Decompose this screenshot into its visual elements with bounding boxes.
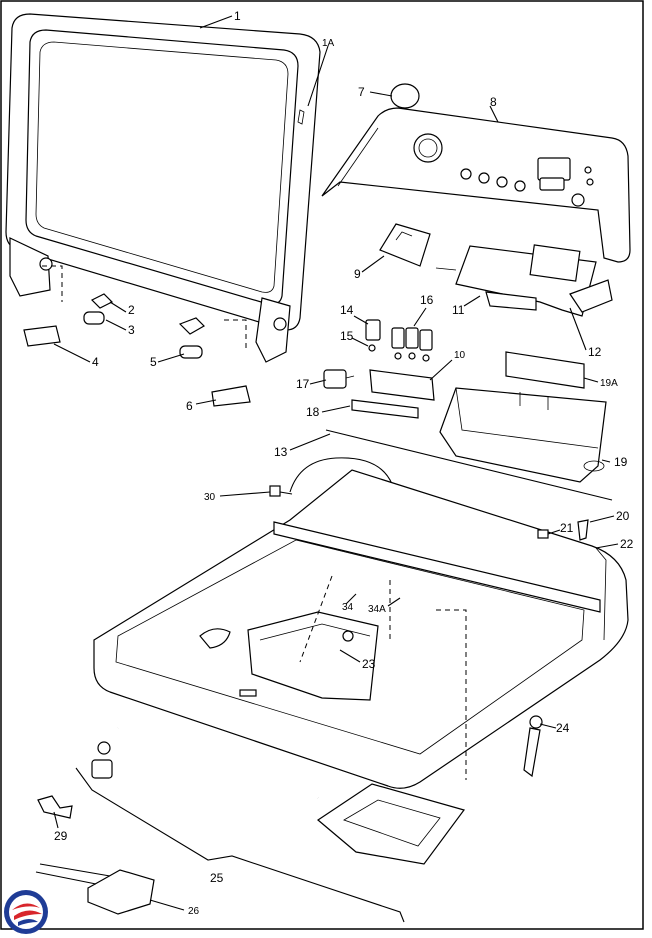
callout-26: 26 xyxy=(188,906,200,917)
callout-23: 23 xyxy=(362,657,376,671)
callout-29: 29 xyxy=(54,829,68,843)
callout-5: 5 xyxy=(150,355,157,369)
callout-4: 4 xyxy=(92,355,99,369)
callout-15: 15 xyxy=(340,329,354,343)
callout-6: 6 xyxy=(186,399,193,413)
callout-34: 34 xyxy=(342,602,354,613)
callout-21: 21 xyxy=(560,521,574,535)
part-cover-line xyxy=(325,429,613,501)
part-drain-hose xyxy=(91,724,465,865)
callout-19A: 19A xyxy=(600,378,618,389)
part-control-panel xyxy=(321,107,631,263)
part-switch xyxy=(323,369,355,389)
part-bracket xyxy=(379,223,431,267)
callout-25: 25 xyxy=(210,871,224,885)
callout-12: 12 xyxy=(588,345,602,359)
callout-labels: 1 1A 2 3 4 5 6 7 8 9 10 11 12 13 14 15 1… xyxy=(54,9,634,917)
diagram-border xyxy=(0,0,644,930)
leader-lines xyxy=(53,15,619,923)
callout-19: 19 xyxy=(614,455,628,469)
part-detergent-drawer xyxy=(247,611,379,701)
callout-16: 16 xyxy=(420,293,434,307)
part-hinge-hardware xyxy=(23,293,251,407)
part-valve-bracket xyxy=(369,369,435,401)
callout-22: 22 xyxy=(620,537,634,551)
callout-34A: 34A xyxy=(368,604,386,615)
callout-1: 1 xyxy=(234,9,241,23)
part-pressure-switch xyxy=(35,863,155,915)
part-water-valves xyxy=(365,319,433,362)
callout-1A: 1A xyxy=(322,38,335,49)
callout-13: 13 xyxy=(274,445,288,459)
part-rail xyxy=(351,399,419,419)
part-clamp xyxy=(37,795,73,819)
callout-24: 24 xyxy=(556,721,570,735)
part-control-board xyxy=(435,244,613,317)
callout-7: 7 xyxy=(358,85,365,99)
part-knob xyxy=(390,83,420,109)
part-electronics-module xyxy=(439,351,607,483)
callout-8: 8 xyxy=(490,95,497,109)
brand-swirl-logo-icon xyxy=(4,890,48,934)
assembly-guides xyxy=(42,265,467,780)
callout-9: 9 xyxy=(354,267,361,281)
callout-3: 3 xyxy=(128,323,135,337)
callout-10: 10 xyxy=(454,350,466,361)
callout-11: 11 xyxy=(452,303,465,317)
callout-18: 18 xyxy=(306,405,320,419)
callout-30: 30 xyxy=(204,492,216,503)
callout-17: 17 xyxy=(296,377,310,391)
part-power-cord xyxy=(269,457,405,501)
callout-14: 14 xyxy=(340,303,354,317)
part-lid-frame xyxy=(5,13,321,363)
callout-20: 20 xyxy=(616,509,630,523)
callout-2: 2 xyxy=(128,303,135,317)
